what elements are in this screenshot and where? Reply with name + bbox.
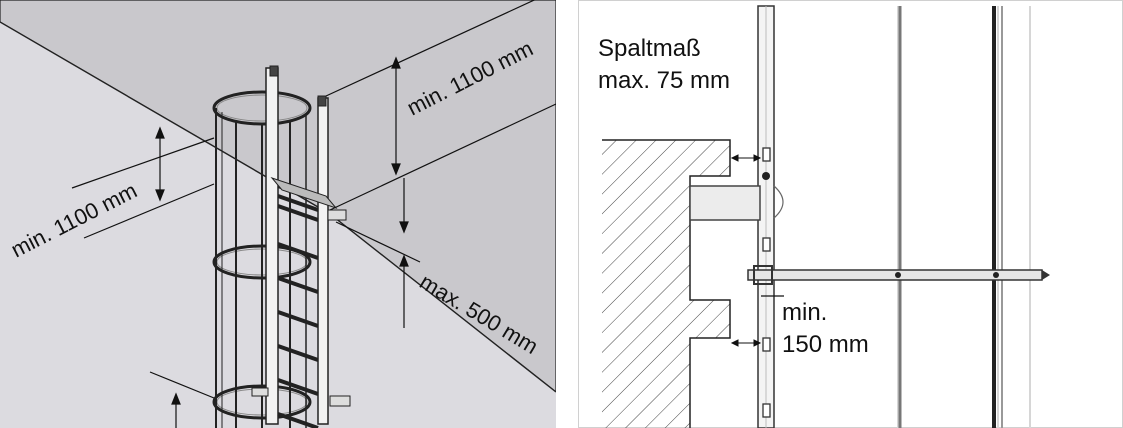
wall-brackets [251,209,351,407]
wall-bracket [689,185,784,221]
dimension-max-gap [335,221,421,328]
ladder-cage [212,90,312,428]
exit-platform [270,176,338,210]
caged-ladder-illustration: min. 1100 mm min. 1100 mm max. 500 mm [0,0,556,428]
horizontal-rail [747,265,1050,285]
right-diagram: Spaltmaß max. 75 mm min. 150 mm [578,0,1123,428]
left-diagram: min. 1100 mm min. 1100 mm max. 500 mm [0,0,556,428]
roof-edge-line-right [329,213,556,393]
label-min: min. [782,299,827,326]
dimension-roof-clearance [325,0,556,211]
dimension-wall-height [71,126,215,239]
ladder-stiles [265,65,329,425]
label-gap-title: Spaltmaß [598,35,701,62]
dimension-down-arrow [399,178,409,234]
cage-bars [898,6,1003,428]
background-verticals [897,6,1031,428]
gap-arrow-top [730,154,762,162]
bolt-holes [762,147,771,418]
wall-section [602,139,731,428]
bolt-dot [762,172,770,180]
gap-detail-illustration: Spaltmaß max. 75 mm min. 150 mm [578,0,1123,428]
label-gap-max: max. 75 mm [598,67,730,94]
dimension-bottom [149,371,215,428]
label-min-distance: 150 mm [782,331,869,358]
gap-arrow-bottom [730,339,762,347]
